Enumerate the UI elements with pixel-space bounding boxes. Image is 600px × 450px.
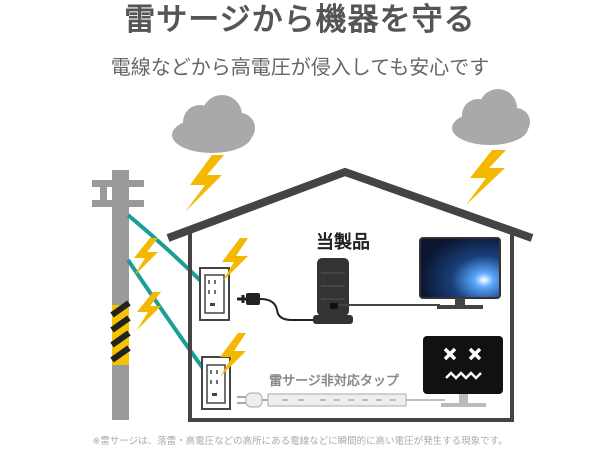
wall-outlet [199,267,230,321]
unprotected-tap-label: 雷サージ非対応タップ [269,373,400,389]
monitor-protected [419,237,501,309]
lightning-icon [134,238,158,276]
lightning-icon [220,333,246,377]
unprotected-power-strip [237,392,445,408]
monitor-damaged [423,336,503,407]
lightning-icon [222,238,248,282]
footnote: ※雷サージは、落雷・高電圧などの高所にある電線などに瞬間的に高い電圧が発生する現… [92,436,508,447]
page-subtitle: 電線などから高電圧が侵入しても安心です [110,55,490,79]
house [166,167,534,422]
product-label: 当製品 [316,231,370,253]
cloud-icon [452,89,530,145]
lightning-icon [466,150,506,205]
surge-protector-tower [237,258,440,324]
lightning-icon [185,155,224,212]
lightning-icon [137,292,161,330]
utility-pole [92,170,144,420]
page-title: 雷サージから機器を守る [124,2,476,38]
wall-outlet [201,356,231,410]
cloud-icon [172,95,255,153]
